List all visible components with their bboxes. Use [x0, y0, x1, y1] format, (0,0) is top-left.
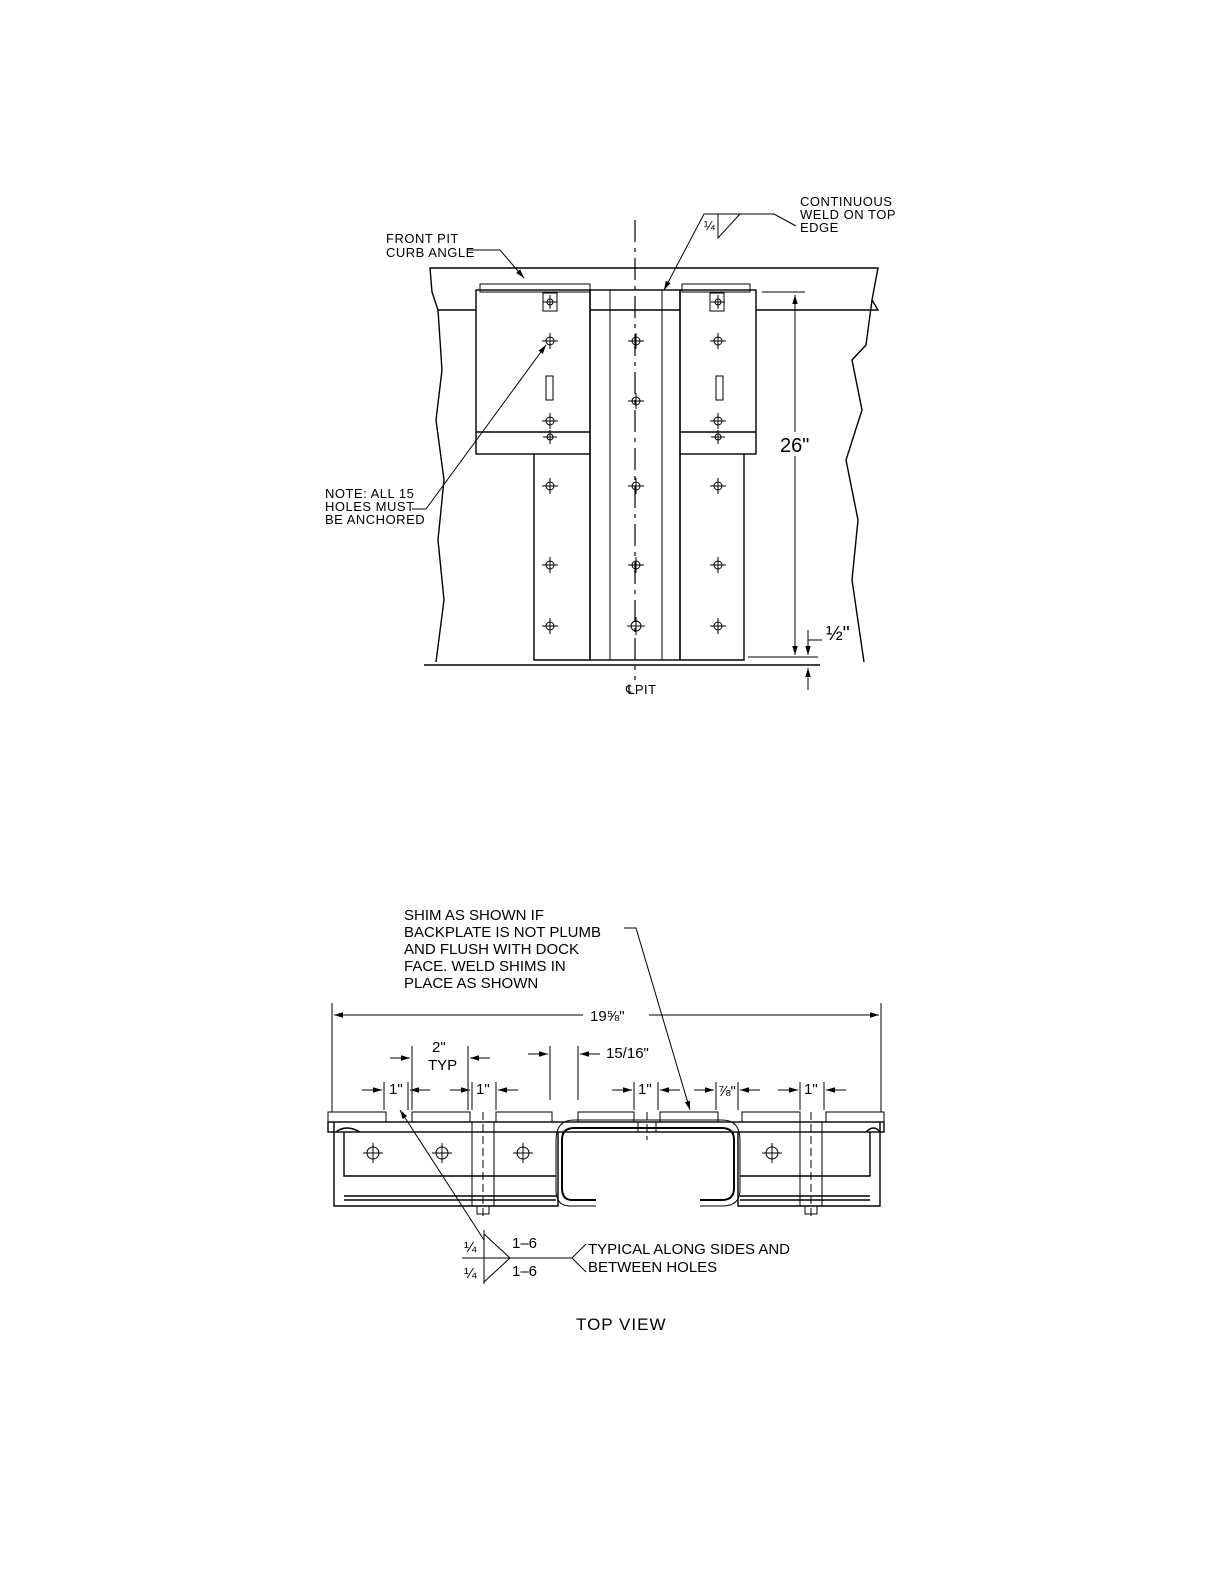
- anchor-hole: [710, 618, 726, 634]
- gap-dim-label: ½": [826, 623, 850, 645]
- shim-plate: [496, 1112, 552, 1122]
- front-pit-label-line2: CURB ANGLE: [386, 245, 475, 260]
- dim-1-b: 1": [476, 1081, 490, 1098]
- dim-7-8: ⅞": [718, 1083, 736, 1100]
- weld-size: ¼: [704, 218, 715, 233]
- shim-plate: [412, 1112, 470, 1122]
- weld-label-line3: EDGE: [800, 220, 839, 235]
- weld-note-line1b: BETWEEN HOLES: [588, 1259, 717, 1276]
- right-bracket: [680, 290, 756, 454]
- top-view-hole: [513, 1143, 533, 1163]
- front-pit-leader: [468, 250, 524, 278]
- shim-note-line5: PLACE AS SHOWN: [404, 975, 538, 992]
- left-plate: [534, 454, 590, 660]
- anchor-hole: [710, 557, 726, 573]
- center-channel-top: [562, 1128, 734, 1200]
- gap-dim-label: 15/16": [606, 1045, 649, 1062]
- shim-note-line4: FACE. WELD SHIMS IN: [404, 958, 566, 975]
- top-view-hole: [363, 1143, 383, 1163]
- weld-bottom-length: 1–6: [512, 1263, 537, 1280]
- weld-note-line1: TYPICAL ALONG SIDES AND: [588, 1241, 790, 1258]
- top-view-hole: [432, 1143, 452, 1163]
- left-bracket: [476, 290, 590, 454]
- shim-note-line1: SHIM AS SHOWN IF: [404, 907, 544, 924]
- spacing-dim-line2: TYP: [428, 1057, 457, 1074]
- concrete-break-right: [846, 300, 872, 662]
- shim-plate: [742, 1112, 800, 1122]
- dim-1-a: 1": [389, 1081, 403, 1098]
- shim-note-line2: BACKPLATE IS NOT PLUMB: [404, 924, 601, 941]
- weld-top-length: 1–6: [512, 1235, 537, 1252]
- anchor-hole: [627, 617, 645, 635]
- left-bracket-top: [334, 1122, 558, 1206]
- anchor-hole: [542, 557, 558, 573]
- spacing-dim-line1: 2": [432, 1039, 446, 1056]
- overall-dim-label: 19⅝": [590, 1008, 625, 1025]
- note-line3: BE ANCHORED: [325, 512, 425, 527]
- anchor-hole: [542, 618, 558, 634]
- anchor-hole: [628, 557, 644, 573]
- elevation-view: ℄PIT FRONT PIT CURB ANGLE CONTINUOUS WEL…: [325, 194, 896, 697]
- top-view-holes: [363, 1143, 782, 1163]
- centerline-label: ℄PIT: [625, 682, 657, 697]
- height-dim-label: 26": [780, 435, 809, 457]
- weld-top-size: ¼: [464, 1239, 477, 1256]
- anchor-hole: [628, 393, 644, 409]
- anchor-hole: [628, 478, 644, 494]
- shim-plate: [826, 1112, 884, 1122]
- dim-1-d: 1": [804, 1081, 818, 1098]
- anchor-hole: [542, 478, 558, 494]
- anchor-hole: [710, 478, 726, 494]
- dim-1-c: 1": [638, 1081, 652, 1098]
- anchor-hole: [628, 333, 644, 349]
- shim-note-line3: AND FLUSH WITH DOCK: [404, 941, 579, 958]
- shim-plate: [328, 1112, 386, 1122]
- front-pit-label-line1: FRONT PIT: [386, 231, 459, 246]
- weld-symbol-leader: [400, 1110, 484, 1240]
- bolt-center: [638, 1112, 656, 1140]
- top-view: SHIM AS SHOWN IF BACKPLATE IS NOT PLUMB …: [328, 907, 884, 1334]
- top-view-title: TOP VIEW: [576, 1315, 667, 1334]
- right-plate: [680, 454, 744, 660]
- top-view-hole: [762, 1143, 782, 1163]
- weld-bottom-size: ¼: [464, 1265, 477, 1282]
- right-bracket-top: [738, 1122, 880, 1206]
- fillet-weld-symbol: [718, 214, 740, 238]
